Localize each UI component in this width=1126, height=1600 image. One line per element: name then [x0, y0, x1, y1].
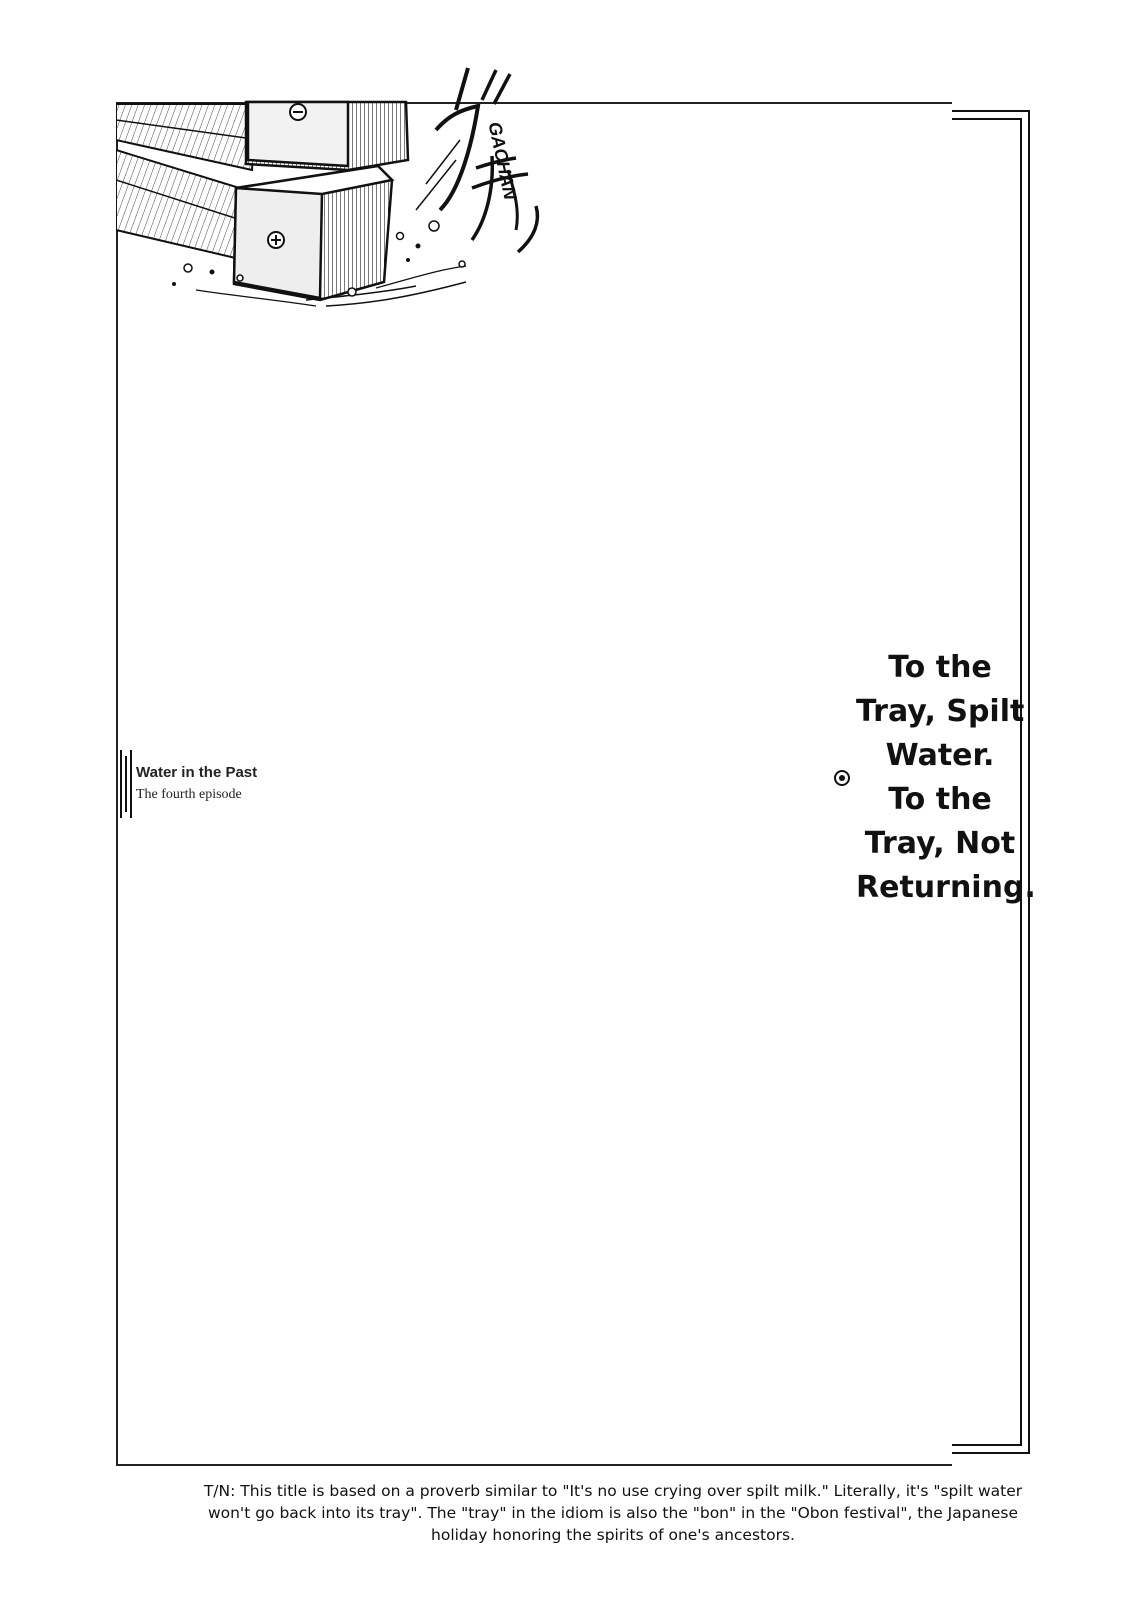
chapter-title-line: Returning. — [856, 870, 1036, 905]
frame-bottom-line — [116, 1464, 952, 1466]
chapter-title-line: Tray, Spilt — [856, 694, 1025, 729]
translator-note: T/N: This title is based on a proverb si… — [196, 1480, 1030, 1546]
furniture-impact-illustration — [116, 67, 540, 307]
chapter-title-line: To the — [888, 782, 992, 817]
translator-note-line: T/N: This title is based on a proverb si… — [203, 1482, 1023, 1500]
frame-top-line — [116, 102, 952, 104]
episode-title: Water in the Past — [136, 764, 258, 781]
translator-note-line: won't go back into its tray". The "tray"… — [207, 1504, 1019, 1522]
translator-note-line: holiday honoring the spirits of one's an… — [431, 1526, 795, 1544]
chapter-title-line: Tray, Not — [864, 826, 1016, 861]
panel-frame — [116, 102, 952, 1466]
frame-left-line — [116, 102, 118, 1466]
chapter-title: To the Tray, Spilt Water. To the Tray, N… — [856, 646, 1036, 910]
target-bullet-icon — [834, 770, 850, 786]
episode-subtitle: The fourth episode — [136, 787, 242, 802]
right-bracket-border — [950, 108, 1032, 1458]
chapter-title-line: Water. — [885, 738, 995, 773]
chapter-title-line: To the — [888, 650, 992, 685]
